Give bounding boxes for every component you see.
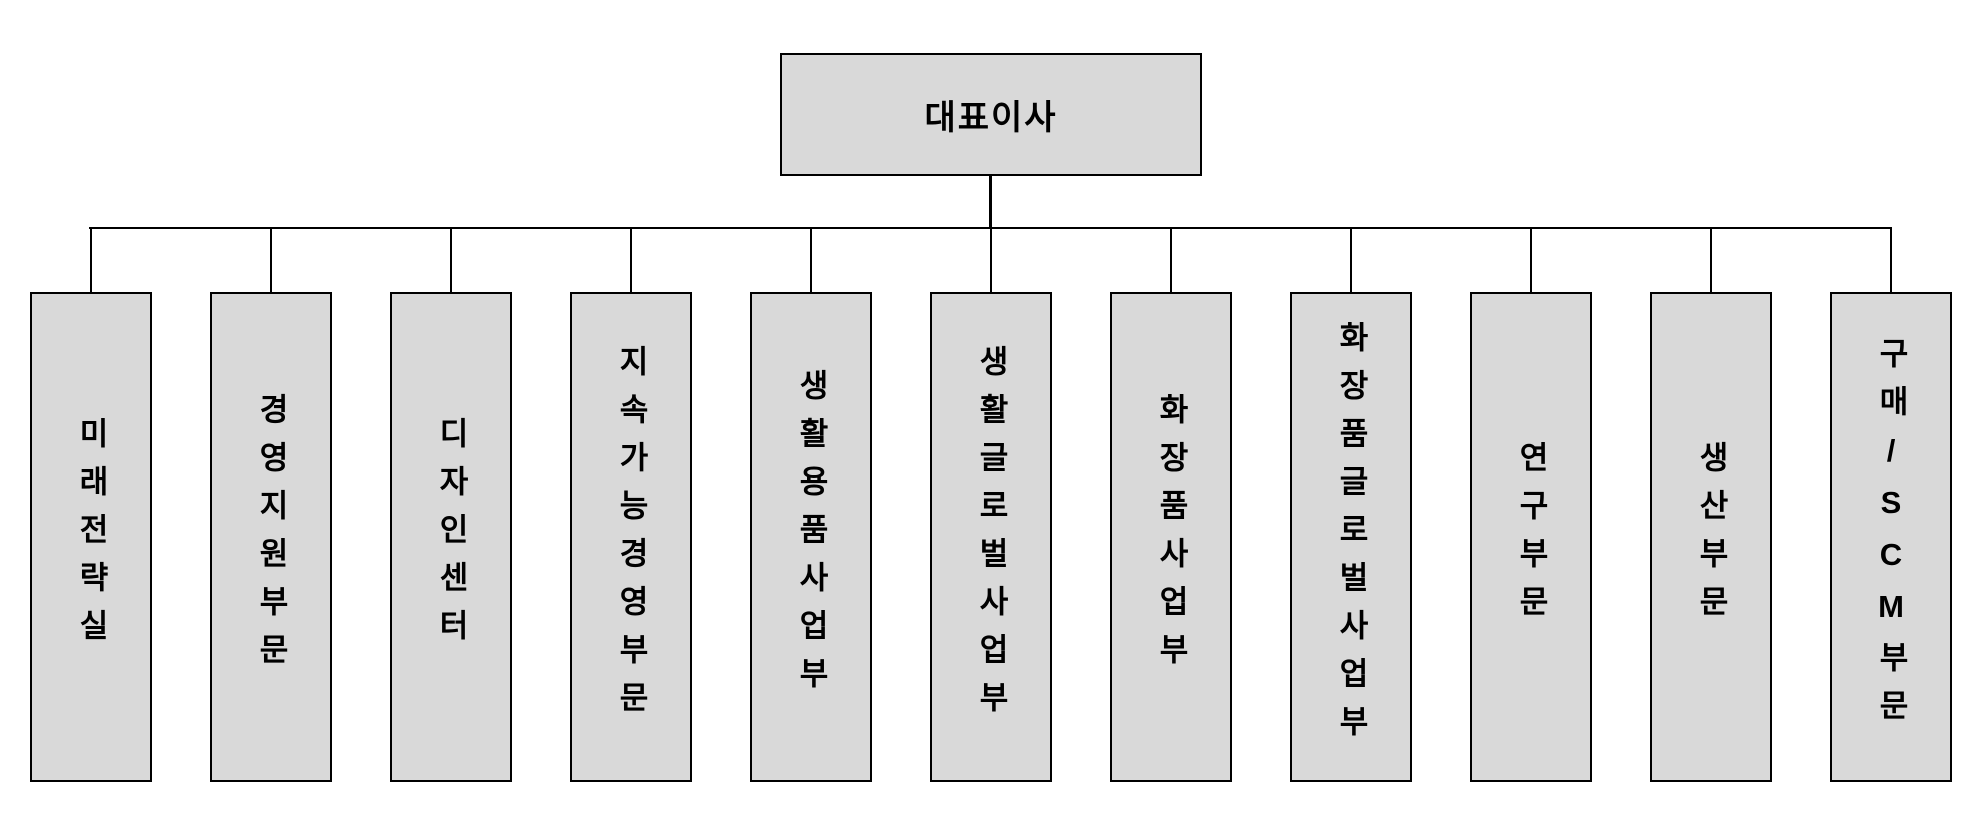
org-unit: 생활용품사업부 (750, 229, 872, 782)
org-unit-label: 구매/SCM부문 (1873, 337, 1909, 737)
root-node-ceo: 대표이사 (780, 53, 1202, 176)
org-unit: 생활글로벌사업부 (930, 229, 1052, 782)
org-unit-label: 지속가능경영부문 (613, 345, 649, 729)
drop-connector-line (810, 229, 812, 292)
org-unit-label: 디자인센터 (433, 417, 469, 657)
drop-connector-line (990, 229, 992, 292)
root-connector-line (989, 176, 992, 229)
org-unit-label: 생활글로벌사업부 (973, 345, 1009, 729)
org-unit-box-design-center: 디자인센터 (390, 292, 512, 782)
org-unit-box-sustainability: 지속가능경영부문 (570, 292, 692, 782)
org-unit-label: 미래전략실 (73, 417, 109, 657)
org-unit-label: 생산부문 (1693, 441, 1729, 633)
drop-connector-line (1350, 229, 1352, 292)
org-unit-label: 화장품글로벌사업부 (1333, 321, 1369, 753)
org-unit: 화장품사업부 (1110, 229, 1232, 782)
org-unit-box-cosmetics: 화장품사업부 (1110, 292, 1232, 782)
drop-connector-line (1710, 229, 1712, 292)
drop-connector-line (1530, 229, 1532, 292)
org-unit-box-purchasing-scm: 구매/SCM부문 (1830, 292, 1952, 782)
org-unit-label: 화장품사업부 (1153, 393, 1189, 681)
org-unit: 디자인센터 (390, 229, 512, 782)
drop-connector-line (450, 229, 452, 292)
drop-connector-line (90, 229, 92, 292)
org-unit-box-future-strategy: 미래전략실 (30, 292, 152, 782)
org-unit-label: 경영지원부문 (253, 393, 289, 681)
org-unit: 지속가능경영부문 (570, 229, 692, 782)
units-row: 미래전략실 경영지원부문 디자인센터 지속가능경영부문 생활용품사업부 (30, 229, 1952, 782)
drop-connector-line (1890, 229, 1892, 292)
drop-connector-line (1170, 229, 1172, 292)
org-unit: 구매/SCM부문 (1830, 229, 1952, 782)
org-unit-label: 생활용품사업부 (793, 369, 829, 705)
org-unit: 연구부문 (1470, 229, 1592, 782)
org-unit: 미래전략실 (30, 229, 152, 782)
bus-connector-line (89, 227, 1892, 229)
root-node-label: 대표이사 (924, 99, 1058, 137)
org-unit-label: 연구부문 (1513, 441, 1549, 633)
org-unit-box-household-goods: 생활용품사업부 (750, 292, 872, 782)
org-unit: 생산부문 (1650, 229, 1772, 782)
drop-connector-line (630, 229, 632, 292)
org-unit-box-cosmetics-global: 화장품글로벌사업부 (1290, 292, 1412, 782)
org-unit-box-household-global: 생활글로벌사업부 (930, 292, 1052, 782)
org-unit: 화장품글로벌사업부 (1290, 229, 1412, 782)
org-unit-box-management-support: 경영지원부문 (210, 292, 332, 782)
org-unit-box-production: 생산부문 (1650, 292, 1772, 782)
drop-connector-line (270, 229, 272, 292)
org-unit-box-research: 연구부문 (1470, 292, 1592, 782)
org-unit: 경영지원부문 (210, 229, 332, 782)
